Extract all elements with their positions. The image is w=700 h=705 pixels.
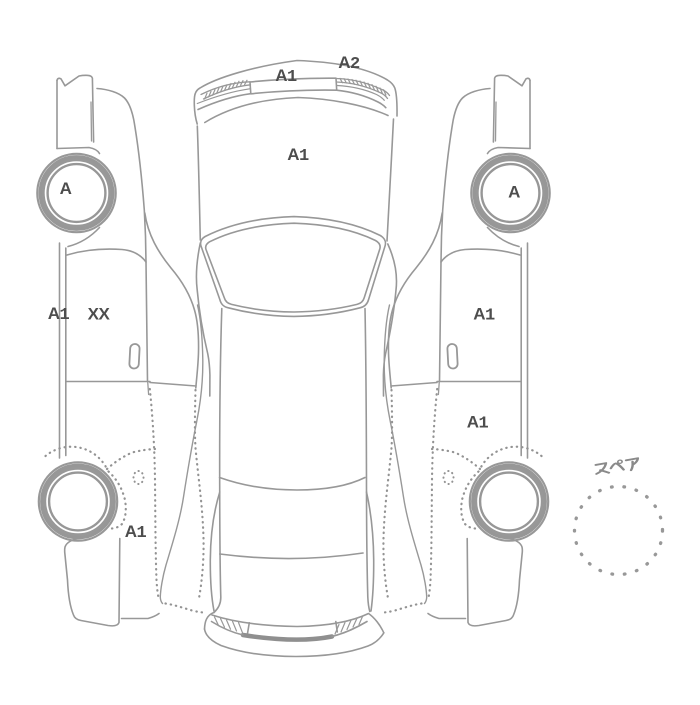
svg-text:XX: XX [88,305,111,324]
svg-text:A: A [60,179,72,198]
svg-text:A1: A1 [48,304,70,325]
svg-text:A1: A1 [473,305,495,326]
svg-text:A1: A1 [467,413,489,434]
svg-text:A1: A1 [275,66,297,87]
svg-text:A1: A1 [125,522,147,543]
svg-text:A2: A2 [338,53,360,74]
svg-text:A: A [508,183,520,202]
svg-text:A1: A1 [287,145,309,166]
